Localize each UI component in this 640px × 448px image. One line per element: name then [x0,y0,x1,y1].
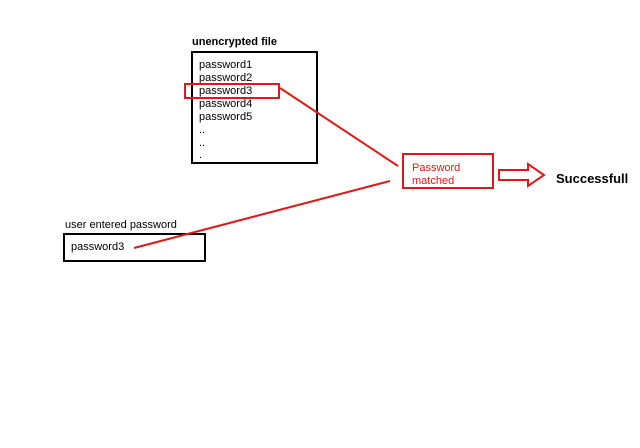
file-entry-4: password4 [199,98,253,110]
file-entry-6: .. [199,124,206,136]
match-box: Password matched [402,153,494,189]
user-password-value: password3 [71,241,125,253]
user-password-box: password3 [63,233,206,262]
user-title: user entered password [65,219,177,231]
highlight-box [184,83,280,99]
file-entry-3: password3 [199,85,253,97]
connector-user-to-match [133,180,391,249]
file-entry-8: . [199,149,203,161]
file-entry-1: password1 [199,59,253,71]
file-title: unencrypted file [192,36,277,48]
result-text: Successfull [556,171,629,186]
match-line2: matched [412,175,455,187]
file-entry-2: password2 [199,72,253,84]
match-line1: Password [412,162,461,174]
file-entry-7: .. [199,137,206,149]
arrow-icon [498,162,546,188]
connector-file-to-match [279,87,399,167]
file-entry-5: password5 [199,111,253,123]
file-box: password1 password2 password3 password4 … [191,51,318,164]
